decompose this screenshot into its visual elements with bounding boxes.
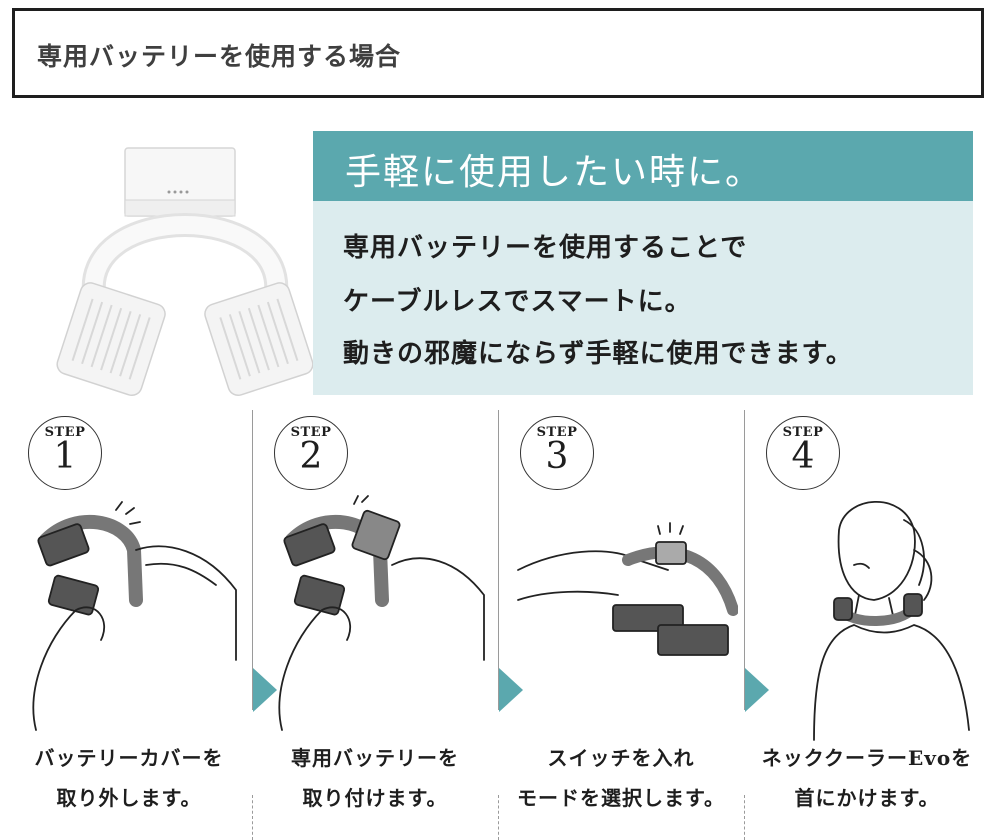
step-instruction: ネッククーラーEvoを 首にかけます。 <box>744 738 990 818</box>
step-number: 2 <box>299 436 323 477</box>
step-text-line: 首にかけます。 <box>794 786 940 810</box>
step-label: STEP <box>44 425 86 440</box>
step-text-line: 取り付けます。 <box>302 786 448 810</box>
step-number: 3 <box>545 436 569 477</box>
step-label: STEP <box>782 425 824 440</box>
step-text-line: 取り外します。 <box>56 786 202 810</box>
step-text-line: モードを選択します。 <box>517 786 725 810</box>
step-divider <box>498 410 499 710</box>
banner-line: ケーブルレスでスマートに。 <box>343 287 692 317</box>
step-text-line: バッテリーカバーを <box>34 746 224 770</box>
switch-on-illustration <box>517 522 738 656</box>
banner-line: 専用バッテリーを使用することで <box>343 233 748 263</box>
section-header: 専用バッテリーを使用する場合 <box>12 8 984 98</box>
step-badge: STEP 4 <box>766 416 840 490</box>
step-4: STEP 4 ネッククーラーEvoを 首にかけます。 <box>744 410 990 840</box>
neck-cooler-product-image <box>56 147 314 397</box>
step-label: STEP <box>290 425 332 440</box>
banner-line: 動きの邪魔にならず手軽に使用できます。 <box>343 339 853 369</box>
remove-cover-illustration <box>32 501 237 731</box>
step-badge: STEP 2 <box>274 416 348 490</box>
step-label: STEP <box>536 425 578 440</box>
step-number: 4 <box>791 436 815 477</box>
step-arrow-icon <box>499 668 523 712</box>
wear-device-illustration <box>813 500 970 741</box>
step-arrow-icon <box>745 668 769 712</box>
step-text-line: ネッククーラーEvoを <box>761 746 973 770</box>
banner-description: 専用バッテリーを使用することで ケーブルレスでスマートに。 動きの邪魔にならず手… <box>313 201 973 395</box>
section-title: 専用バッテリーを使用する場合 <box>37 42 402 71</box>
attach-battery-illustration <box>278 495 485 731</box>
step-divider <box>252 795 253 840</box>
step-number: 1 <box>53 436 77 477</box>
step-1: STEP 1 バッテリーカバーを 取り外します。 <box>6 410 252 840</box>
step-text-line: 専用バッテリーを <box>291 746 459 770</box>
step-instruction: 専用バッテリーを 取り付けます。 <box>252 738 498 818</box>
step-text-line: スイッチを入れ <box>547 746 695 770</box>
banner-title: 手軽に使用したい時に。 <box>345 152 764 193</box>
step-badge: STEP 1 <box>28 416 102 490</box>
step-instruction: スイッチを入れ モードを選択します。 <box>498 738 744 818</box>
step-divider <box>744 795 745 840</box>
step-2: STEP 2 専用バッテリーを 取り付けます。 <box>252 410 498 840</box>
step-instruction: バッテリーカバーを 取り外します。 <box>6 738 252 818</box>
step-divider <box>498 795 499 840</box>
step-divider <box>252 410 253 710</box>
step-divider <box>744 410 745 710</box>
step-arrow-icon <box>253 668 277 712</box>
step-3: STEP 3 スイッチを入れ モードを選択します。 <box>498 410 744 840</box>
step-badge: STEP 3 <box>520 416 594 490</box>
banner-heading: 手軽に使用したい時に。 <box>313 131 973 201</box>
steps-section: STEP 1 バッテリーカバーを 取り外します。 STEP 2 <box>0 410 1000 840</box>
